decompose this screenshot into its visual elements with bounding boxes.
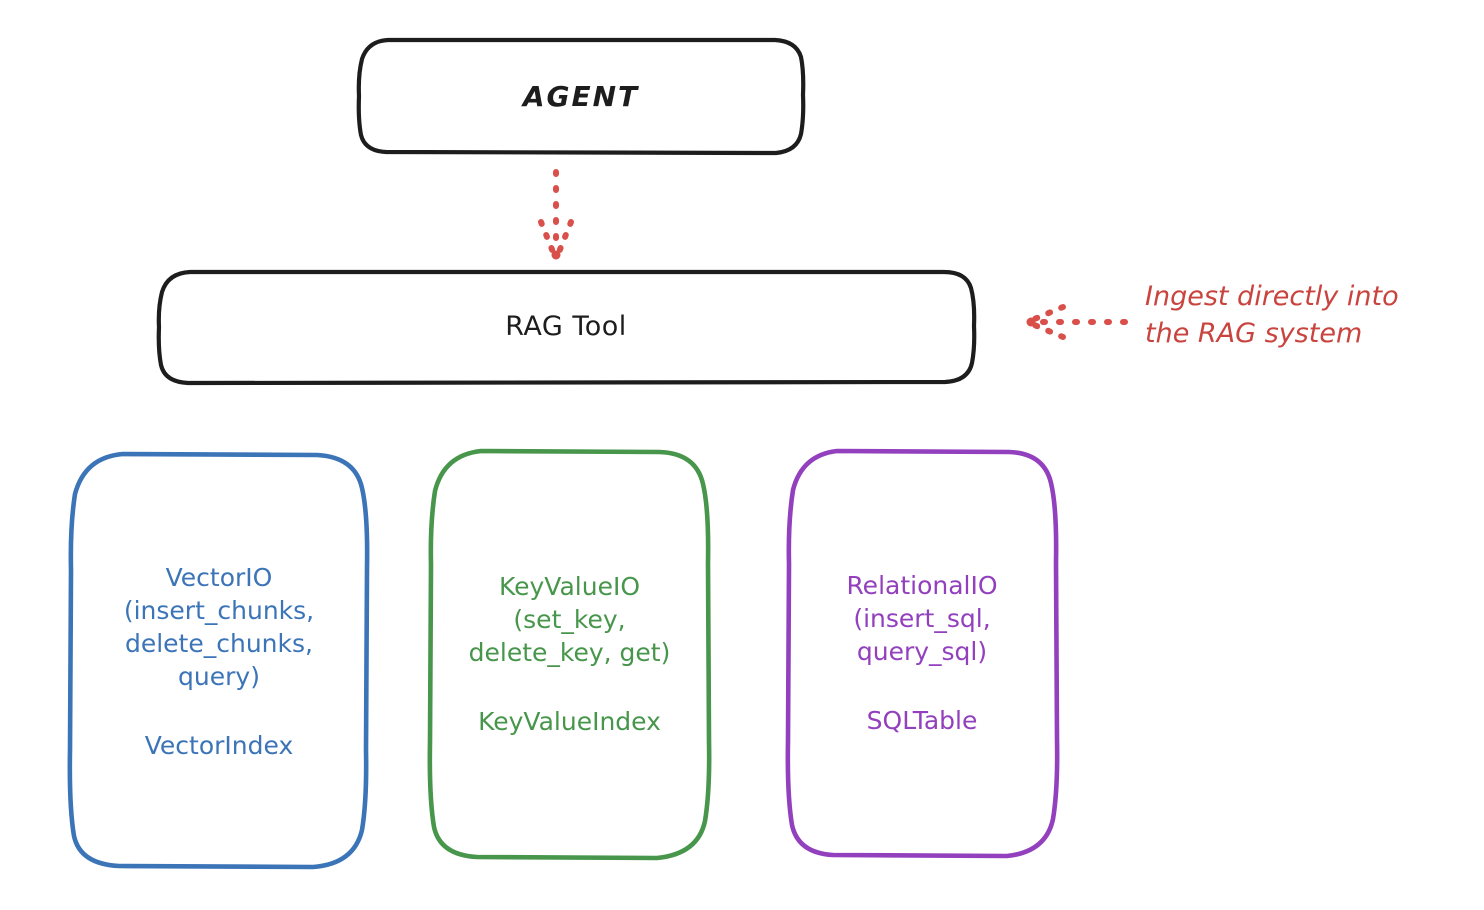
annotation-ingest-text: Ingest directly into the RAG system — [1145, 281, 1399, 350]
node-vector-io-index-label: VectorIndex — [144, 730, 294, 760]
node-relational-io-label: RelationalIO (insert_sql, query_sql) — [846, 571, 998, 666]
node-agent[interactable]: AGENT — [356, 37, 806, 156]
node-relational-io-index-label: SQLTable — [866, 706, 978, 735]
node-vector-io[interactable]: VectorIO (insert_chunks, delete_chunks, … — [67, 450, 371, 870]
node-key-value-io[interactable]: KeyValueIO (set_key, delete_key, get) Ke… — [427, 447, 712, 861]
node-rag-tool[interactable]: RAG Tool — [156, 269, 977, 386]
node-relational-io[interactable]: RelationalIO (insert_sql, query_sql) SQL… — [785, 447, 1060, 859]
node-key-value-io-label: KeyValueIO (set_key, delete_key, get) — [468, 572, 671, 667]
node-rag-tool-label: RAG Tool — [505, 311, 627, 343]
node-agent-label: AGENT — [522, 79, 640, 113]
connector-agent-to-rag-tool — [538, 169, 574, 260]
node-vector-io-label: VectorIO (insert_chunks, delete_chunks, … — [123, 562, 315, 691]
connector-ingest-to-rag-tool — [1026, 304, 1128, 340]
node-key-value-io-index-label: KeyValueIndex — [478, 707, 661, 736]
